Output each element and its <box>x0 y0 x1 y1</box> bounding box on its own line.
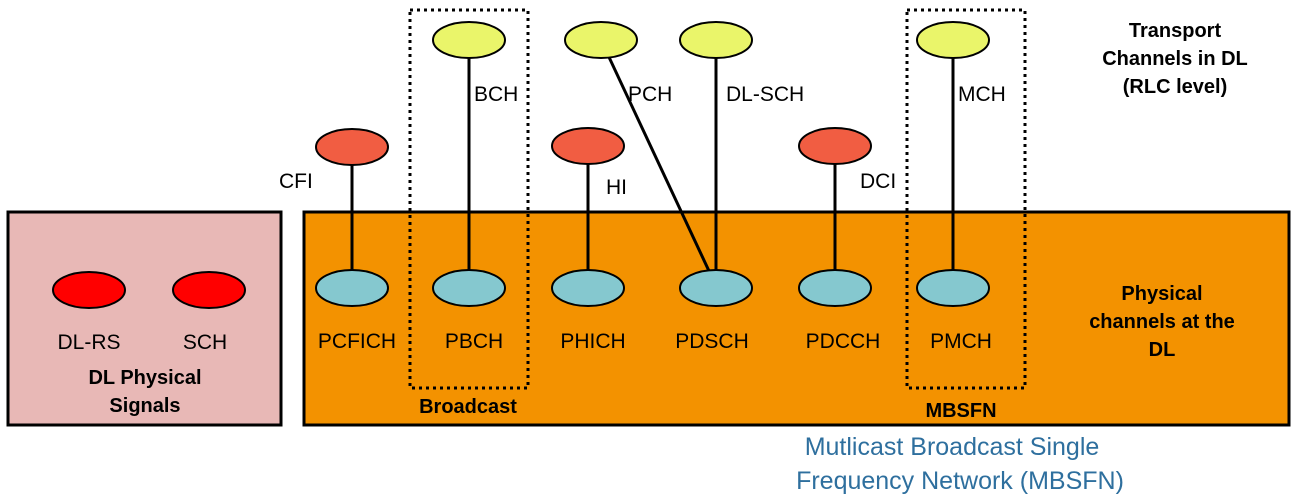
physical-pdcch-label: PDCCH <box>806 330 881 353</box>
mbsfn-footnote-line-2: Frequency Network (MBSFN) <box>796 467 1124 495</box>
physical-pcfich-node <box>315 269 389 307</box>
physical-pdsch-label: PDSCH <box>675 330 749 353</box>
control-cfi-node <box>315 128 389 166</box>
mbsfn-group-label: MBSFN <box>925 400 996 422</box>
dl-physical-signals-caption-line-1: DL Physical <box>88 367 201 389</box>
physical-header-line-2: channels at the <box>1089 311 1235 333</box>
signal-sch-label: SCH <box>183 331 227 354</box>
physical-header-line-3: DL <box>1149 339 1176 361</box>
physical-pmch-label: PMCH <box>930 330 992 353</box>
control-cfi-label: CFI <box>279 170 313 193</box>
signal-dl-rs-label: DL-RS <box>57 331 120 354</box>
control-hi-node <box>551 127 625 165</box>
control-hi-label: HI <box>606 176 627 199</box>
broadcast-group-label: Broadcast <box>419 396 517 418</box>
transport-dl-sch-label: DL-SCH <box>726 83 804 106</box>
signal-dl-rs-node <box>52 271 126 309</box>
transport-pch-node <box>564 21 638 59</box>
mbsfn-footnote-line-1: Mutlicast Broadcast Single <box>805 433 1100 461</box>
transport-header-line-3: (RLC level) <box>1123 76 1227 98</box>
physical-phich-node <box>551 269 625 307</box>
broadcast-group-box <box>408 8 530 390</box>
mbsfn-group-box <box>905 8 1027 390</box>
transport-mch-node <box>916 21 990 59</box>
pch-to-pdsch-line <box>599 39 718 287</box>
dl-physical-signals-caption-line-2: Signals <box>109 395 180 417</box>
physical-pdsch-node <box>679 269 753 307</box>
transport-pch-label: PCH <box>628 83 672 106</box>
transport-mch-label: MCH <box>958 83 1006 106</box>
signal-sch-node <box>172 271 246 309</box>
dl-physical-signals-panel <box>6 210 283 427</box>
physical-pcfich-label: PCFICH <box>318 330 396 353</box>
physical-pbch-label: PBCH <box>445 330 503 353</box>
transport-dl-sch-node <box>679 21 753 59</box>
physical-phich-label: PHICH <box>560 330 625 353</box>
control-dci-node <box>798 127 872 165</box>
transport-header-line-1: Transport <box>1129 20 1222 42</box>
transport-bch-label: BCH <box>474 83 518 106</box>
transport-header-line-2: Channels in DL <box>1102 48 1248 70</box>
control-dci-label: DCI <box>860 170 896 193</box>
physical-pdcch-node <box>798 269 872 307</box>
physical-pbch-node <box>432 269 506 307</box>
transport-bch-node <box>432 21 506 59</box>
physical-pmch-node <box>916 269 990 307</box>
physical-header-line-1: Physical <box>1121 283 1202 305</box>
